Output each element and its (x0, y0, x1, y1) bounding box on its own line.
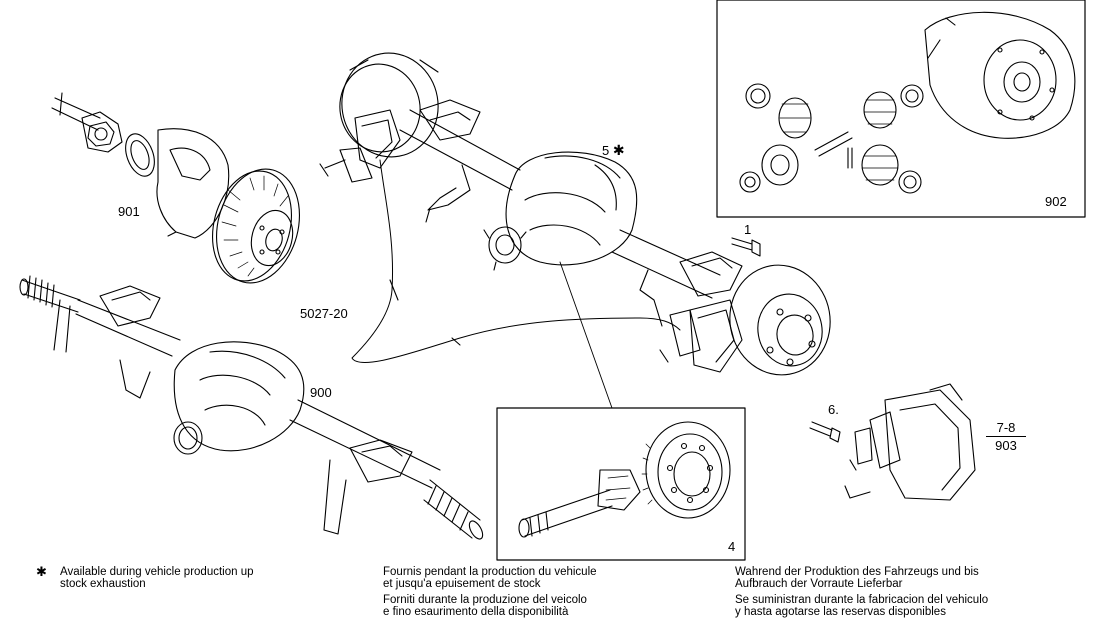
callout-900: 900 (310, 385, 332, 400)
callout-902: 902 (1045, 194, 1067, 209)
fraction-bar (986, 436, 1026, 437)
callout-5-number: 5 (602, 143, 610, 158)
fraction-top: 7-8 (996, 420, 1016, 435)
ring-pinion-detail-4 (496, 407, 746, 561)
axle-shaft-assembly-901 (51, 92, 301, 284)
callout-6: 6. (828, 402, 839, 417)
legend-en-line2: stock exhaustion (60, 578, 146, 590)
legend-german-spanish: Wahrend der Produktion des Fahrzeugs und… (735, 566, 988, 618)
callout-7-8-903: 7-8 903 (986, 420, 1026, 453)
legend-it-line1: Forniti durante la produzione del veicol… (383, 594, 587, 606)
legend-de-line1: Wahrend der Produktion des Fahrzeugs und… (735, 566, 979, 578)
asterisk-icon: ✱ (612, 142, 625, 158)
legend-it-line2: e fino esaurimento della disponibilità (383, 606, 569, 618)
caliper-assembly-903 (809, 383, 976, 501)
rear-axle-assembly (319, 52, 831, 409)
callout-4: 4 (728, 539, 736, 554)
asterisk-legend-icon: ✱ (36, 564, 47, 579)
callout-1: 1 (744, 222, 752, 237)
legend-en-line1: Available during vehicle production up (60, 566, 254, 578)
legend-fr-line1: Fournis pendant la production du vehicul… (383, 566, 597, 578)
callout-5027-20: 5027-20 (300, 306, 348, 321)
callout-901: 901 (118, 204, 140, 219)
legend-english: ✱ Available during vehicle production up… (36, 564, 254, 590)
legend-es-line2: y hasta agotarse las reservas disponible… (735, 606, 946, 618)
legend-es-line1: Se suministran durante la fabricacion de… (735, 594, 989, 606)
legend-french-italian: Fournis pendant la production du vehicul… (383, 566, 597, 618)
axle-housing-900 (19, 275, 484, 540)
callout-5: 5 ✱ (602, 143, 625, 158)
fraction-bottom: 903 (995, 438, 1017, 453)
legend-de-line2: Aufbrauch der Vorraute Lieferbar (735, 578, 903, 590)
legend-fr-line2: et jusqu'a epuisement de stock (383, 578, 541, 590)
differential-detail-902 (716, 0, 1086, 218)
